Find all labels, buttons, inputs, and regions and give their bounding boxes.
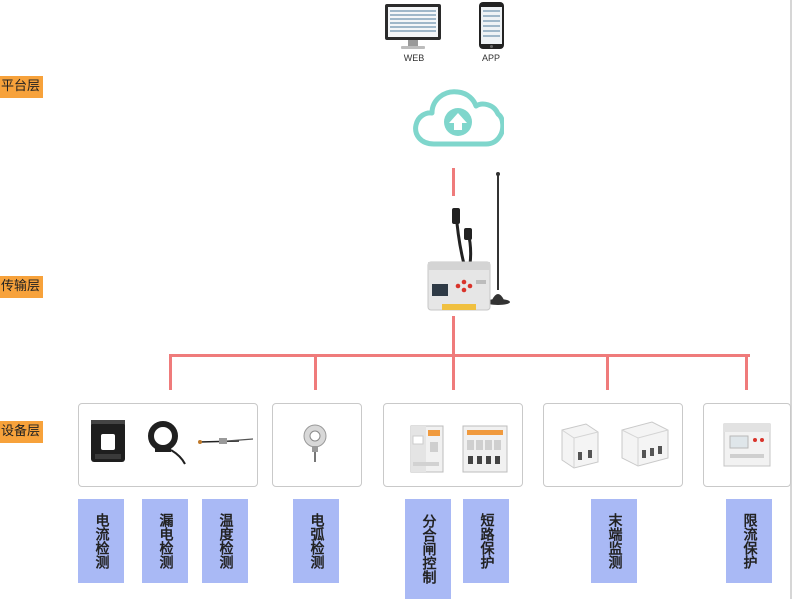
device-layer-label: 设备层	[0, 421, 44, 443]
terminal-monitor-box	[543, 403, 683, 487]
web-monitor-icon	[385, 4, 441, 49]
branch-line-1	[169, 354, 172, 390]
function-label-current-detection: 电流检测	[78, 499, 124, 583]
web-label: WEB	[403, 53, 425, 63]
function-label-current-limit-protection: 限流保护	[726, 499, 772, 583]
branch-line-4	[606, 354, 609, 390]
function-label-terminal-monitoring: 末端监测	[591, 499, 637, 583]
app-phone-icon	[479, 2, 504, 49]
arc-sensor-icon	[303, 424, 327, 462]
device-bus-line	[169, 354, 750, 357]
split-core-ct-icon	[91, 420, 125, 462]
cloud-gateway-connector	[452, 168, 455, 196]
function-label-short-circuit-protection: 短路保护	[463, 499, 509, 583]
transmission-layer-label: 传输层	[0, 276, 44, 298]
leakage-ct-icon	[148, 421, 186, 465]
function-label-temperature-detection: 温度检测	[202, 499, 248, 583]
cloud-upload-icon	[413, 89, 504, 147]
branch-line-2	[314, 354, 317, 390]
page-right-border	[790, 0, 792, 599]
branch-line-3	[452, 354, 455, 390]
breaker-box	[383, 403, 523, 487]
gateway-device-icon	[427, 172, 510, 311]
gateway-trunk-line	[452, 316, 455, 356]
current-limiter-box	[703, 403, 791, 487]
function-label-switch-control: 分合闸控制	[405, 499, 451, 599]
platform-layer-label: 平台层	[0, 76, 44, 98]
terminal-monitor-device-icon	[561, 423, 599, 469]
temperature-probe-icon	[198, 438, 254, 444]
arc-sensor-box	[272, 403, 362, 487]
function-label-leakage-detection: 漏电检测	[142, 499, 188, 583]
smart-breaker-icon	[410, 425, 444, 473]
branch-line-5	[745, 354, 748, 390]
four-pole-breaker-icon	[462, 425, 508, 473]
current-limiter-device-icon	[723, 423, 771, 467]
sensor-group-box	[78, 403, 258, 487]
terminal-monitor-device-3p-icon	[621, 421, 669, 467]
app-label: APP	[481, 53, 500, 63]
function-label-arc-detection: 电弧检测	[293, 499, 339, 583]
